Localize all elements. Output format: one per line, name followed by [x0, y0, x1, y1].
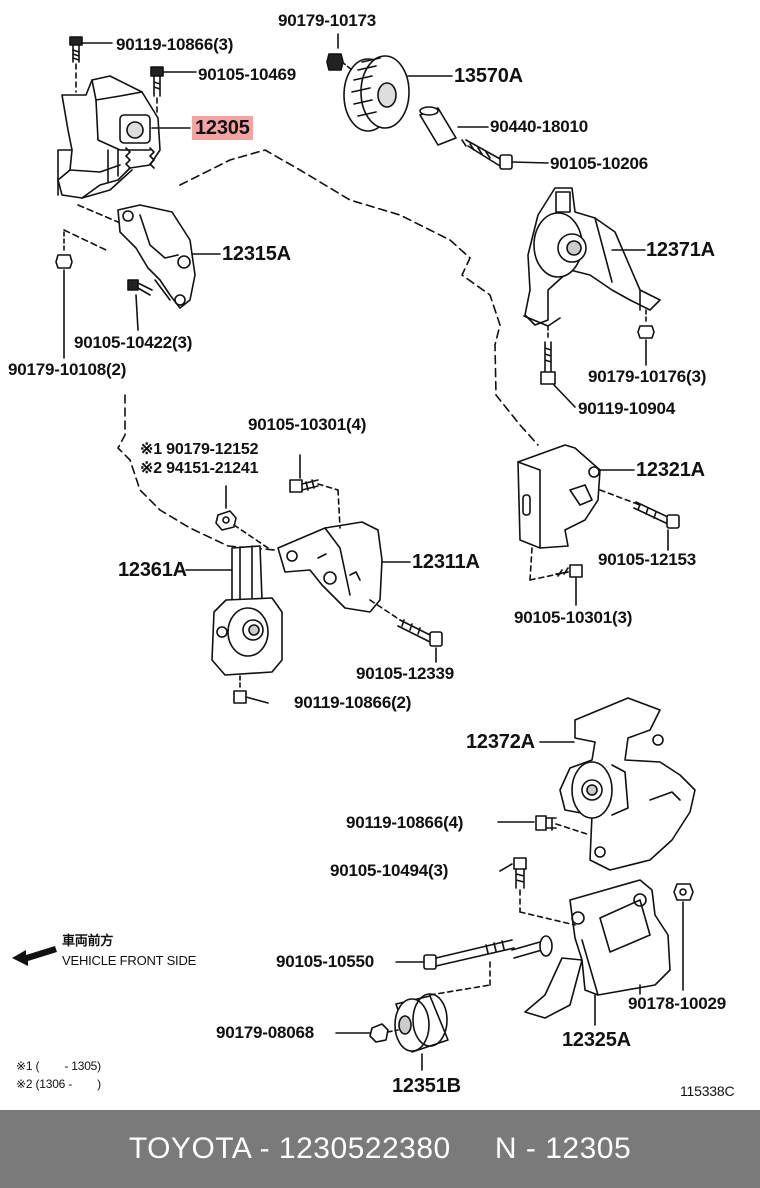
nut-90179-10108-icon — [55, 231, 73, 269]
part-12351B-damper — [394, 993, 449, 1053]
label-12305-highlighted[interactable]: 12305 — [192, 116, 253, 140]
bolt-90105-10206-icon — [461, 139, 513, 170]
label-12315A[interactable]: 12315A — [222, 243, 291, 265]
label-90119-10866-3[interactable]: 90119-10866(3) — [116, 35, 234, 54]
label-90105-10422-3[interactable]: 90105-10422(3) — [74, 333, 193, 352]
nut-90179-10173-icon — [326, 53, 344, 71]
bolt-90119-10866-2-icon — [233, 690, 269, 704]
washer-bolt-icon — [511, 935, 553, 959]
label-12372A[interactable]: 12372A — [466, 731, 535, 753]
bolt-90105-10301-4-icon — [289, 479, 319, 493]
bolt-90105-10494-icon — [513, 857, 527, 889]
label-13570A[interactable]: 13570A — [454, 65, 523, 87]
label-90179-10176-3[interactable]: 90179-10176(3) — [588, 367, 707, 386]
bolt-90105-12153-icon — [633, 501, 680, 529]
label-90179-10108-2[interactable]: 90179-10108(2) — [8, 360, 127, 379]
part-12361A-mount — [211, 545, 283, 676]
footer-part-info: TOYOTA - 1230522380 N - 12305 — [128, 1132, 632, 1165]
bolt-90105-10301-3-icon — [555, 564, 583, 578]
label-90105-12339[interactable]: 90105-12339 — [356, 664, 455, 683]
label-90178-10029[interactable]: 90178-10029 — [628, 994, 727, 1013]
part-12371A-mount — [523, 187, 661, 327]
label-note1-90179-12152[interactable]: ※1 90179-12152 — [140, 441, 259, 458]
label-90105-10301-4[interactable]: 90105-10301(4) — [248, 415, 367, 434]
label-12351B[interactable]: 12351B — [392, 1075, 461, 1097]
label-90119-10866-2[interactable]: 90119-10866(2) — [294, 693, 412, 712]
label-90440-18010[interactable]: 90440-18010 — [490, 117, 589, 136]
bolt-90119-10866-icon — [69, 36, 83, 63]
nut-90179-10176-icon — [637, 325, 655, 339]
bolt-90105-10550-icon — [423, 939, 515, 970]
part-12321A-bracket — [517, 444, 601, 549]
part-12311A-bracket — [277, 521, 383, 613]
label-90119-10904[interactable]: 90119-10904 — [578, 399, 676, 418]
bolt-90105-10422-icon — [127, 279, 153, 296]
nut-90179-08068-icon — [369, 1023, 389, 1043]
bolt-90105-12339-icon — [397, 619, 443, 647]
nut-90178-10029-icon — [673, 883, 694, 901]
diagram-code: 115338C — [680, 1083, 735, 1099]
label-12361A[interactable]: 12361A — [118, 559, 187, 581]
exploded-view-drawing — [12, 33, 696, 1071]
label-note2-94151-21241[interactable]: ※2 94151-21241 — [140, 460, 259, 477]
label-90105-12153[interactable]: 90105-12153 — [598, 550, 697, 569]
vehicle-front-jp: 車両前方 — [62, 933, 114, 948]
vehicle-front-arrow-icon — [12, 946, 57, 966]
label-12371A[interactable]: 12371A — [646, 239, 715, 261]
label-12325A[interactable]: 12325A — [562, 1029, 631, 1051]
label-12321A[interactable]: 12321A — [636, 459, 705, 481]
collar-90440-18010-icon — [419, 106, 457, 146]
label-90105-10469[interactable]: 90105-10469 — [198, 65, 297, 84]
part-12372A-bracket — [559, 697, 696, 871]
part-12325A-bracket — [524, 879, 671, 1019]
part-12305-mount — [57, 75, 161, 199]
label-90105-10550[interactable]: 90105-10550 — [276, 952, 375, 971]
label-90105-10301-3[interactable]: 90105-10301(3) — [514, 608, 633, 627]
label-90179-08068[interactable]: 90179-08068 — [216, 1023, 315, 1042]
bolt-90119-10904-icon — [540, 341, 556, 385]
nut-90179-12152-icon — [215, 510, 237, 531]
bolt-90105-10469-icon — [150, 66, 164, 97]
part-12315A-bracket — [117, 204, 196, 309]
vehicle-front-en: VEHICLE FRONT SIDE — [62, 953, 197, 968]
bolt-90119-10866-4-icon — [535, 815, 557, 831]
label-90119-10866-4[interactable]: 90119-10866(4) — [346, 813, 464, 832]
note-2: ※2 (1306 - ) — [16, 1077, 101, 1091]
label-12311A[interactable]: 12311A — [412, 551, 480, 573]
footer-bar: TOYOTA - 1230522380 N - 12305 — [0, 1110, 760, 1188]
label-90179-10173[interactable]: 90179-10173 — [278, 11, 377, 30]
label-90105-10494-3[interactable]: 90105-10494(3) — [330, 861, 449, 880]
note-1: ※1 ( - 1305) — [16, 1059, 101, 1073]
label-90105-10206[interactable]: 90105-10206 — [550, 154, 649, 173]
part-13570A-pulley — [343, 55, 410, 132]
